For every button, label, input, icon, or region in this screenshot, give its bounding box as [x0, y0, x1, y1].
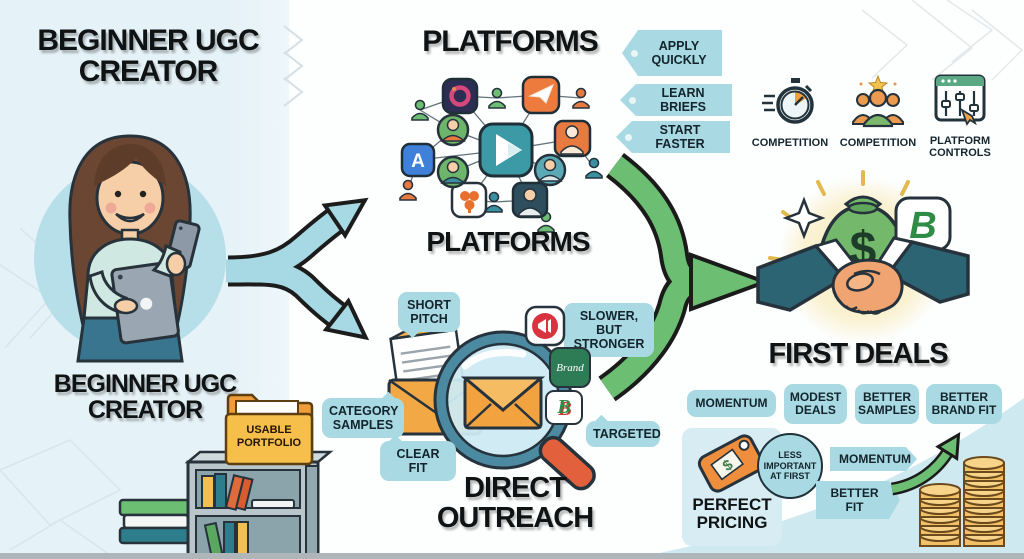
coin-stacks [919, 456, 1005, 547]
portfolio-folder-icon [224, 393, 314, 466]
person-icon [572, 87, 590, 109]
person-icon [585, 157, 603, 179]
bubble-short-pitch: SHORT PITCH [398, 292, 460, 332]
pricing-note-circle: LESS IMPORTANT AT FIRST [757, 433, 823, 499]
growth-tag-better-fit: BETTER FIT [816, 481, 900, 519]
sparkle-icon [782, 196, 826, 240]
brand-b-logo: B [894, 196, 952, 252]
person-icon [485, 191, 503, 213]
tag-start-faster: START FASTER [616, 121, 730, 153]
person-icon [411, 99, 429, 121]
person-icon [399, 179, 417, 201]
bottom-edge [0, 553, 1024, 559]
badge-better-brand-fit: BETTER BRAND FIT [926, 384, 1002, 424]
telegram-icon [521, 75, 561, 115]
b-logo-letter: B [909, 205, 936, 247]
instagram-icon [441, 77, 479, 115]
play-store-icon [478, 122, 534, 178]
first-deals-illustration: $ B [756, 170, 970, 344]
badge-better-samples: BETTER SAMPLES [855, 384, 919, 424]
coin-stack-tall [963, 456, 1005, 547]
crowd-icon [852, 74, 904, 128]
bubble-targeted: TARGETED [586, 421, 661, 447]
avatar-icon [553, 119, 592, 158]
platforms-caption: PLATFORMS [426, 226, 590, 257]
tag-apply-quickly: APPLY QUICKLY [622, 30, 722, 76]
price-tag-icon: $ [697, 434, 765, 493]
avatar-icon [511, 181, 549, 219]
avatar-icon [436, 113, 470, 147]
page-title: BEGINNER UGC CREATOR [37, 24, 259, 88]
bubble-category-samples: CATEGORY SAMPLES [322, 398, 404, 438]
growth-tag-momentum: MOMENTUM [830, 447, 917, 471]
tag-learn-briefs: LEARN BRIEFS [620, 84, 732, 116]
person-icon [488, 87, 506, 109]
handshake-icon [756, 236, 970, 315]
drawback-platform-controls: PLATFORM CONTROLS [916, 72, 1004, 159]
magnifier-handle [538, 435, 596, 491]
platforms-network-illustration: A [399, 75, 603, 233]
svg-text:A: A [411, 151, 425, 172]
clover-icon [450, 181, 488, 219]
magnified-envelope-icon [460, 376, 546, 430]
portfolio-label: USABLE PORTFOLIO [236, 424, 302, 449]
bubble-clear-fit: CLEAR FIT [380, 441, 456, 481]
b-logo-tile: B [545, 390, 583, 425]
brand-tile: Brand [549, 347, 591, 388]
drawback-competition-crowd: COMPETITION [834, 74, 922, 149]
direct-outreach-heading: DIRECT OUTREACH [436, 472, 594, 534]
first-deals-heading: FIRST DEALS [768, 338, 948, 370]
creator-illustration [34, 134, 226, 363]
coin-stack-short [919, 483, 961, 547]
stopwatch-icon [762, 78, 814, 124]
drawback-label: COMPETITION [751, 137, 829, 149]
converge-arrows [598, 153, 771, 402]
app-store-icon: A [400, 142, 436, 178]
platforms-heading: PLATFORMS [422, 25, 598, 58]
avatar-icon [533, 153, 567, 187]
drawback-competition-speed: COMPETITION [746, 76, 834, 149]
badge-momentum: MOMENTUM [687, 390, 776, 417]
creator-caption: BEGINNER UGC CREATOR [53, 370, 237, 424]
outreach-magnifier-illustration [387, 321, 596, 491]
magnifier-icon [433, 330, 596, 491]
fork-arrow [225, 197, 370, 341]
perfect-pricing-label: PERFECT PRICING [692, 495, 772, 532]
avatar-icon [436, 155, 470, 189]
drawback-label: COMPETITION [839, 137, 917, 149]
badge-modest-deals: MODEST DEALS [784, 384, 847, 424]
platform-controls-icon [934, 74, 986, 126]
drawback-label: PLATFORM CONTROLS [929, 135, 991, 160]
megaphone-icon [524, 305, 566, 347]
growth-arrow [890, 431, 961, 496]
